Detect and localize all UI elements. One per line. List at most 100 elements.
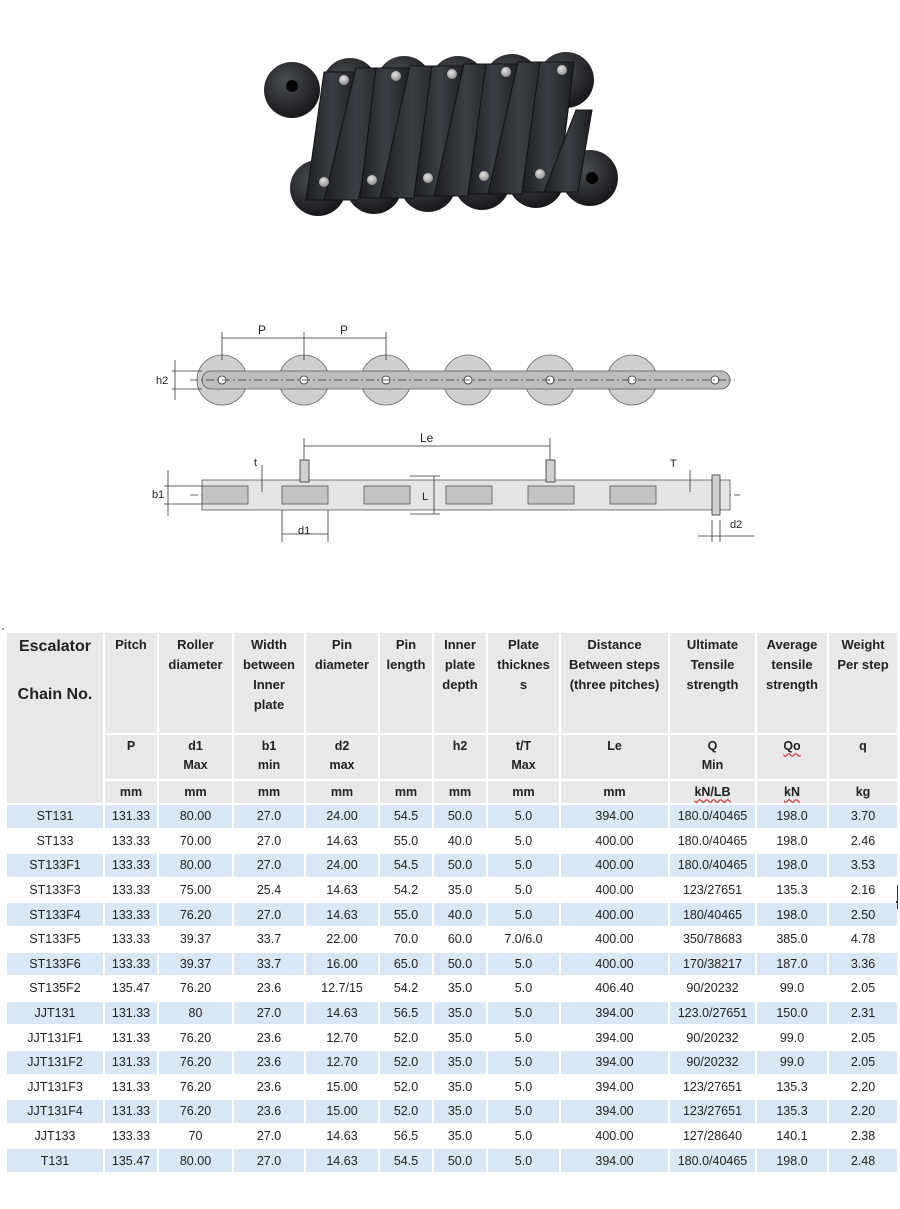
cell-value: 5.0 — [488, 854, 559, 877]
cell-value: 400.00 — [561, 927, 668, 951]
cell-value: 180.0/40465 — [670, 1149, 755, 1172]
cell-value: 7.0/6.0 — [488, 927, 559, 951]
cell-value: 133.33 — [105, 878, 157, 902]
header-unit-2: mm — [159, 781, 232, 803]
cell-value: 4.78 — [829, 927, 897, 951]
cell-value: 187.0 — [757, 952, 827, 976]
cell-value: 135.3 — [757, 1075, 827, 1099]
table.headers.10.title-line: tensile — [771, 657, 813, 672]
cell-chain-no: JJT131F1 — [7, 1026, 103, 1049]
cell-value: 14.63 — [306, 829, 378, 853]
cell-value: 99.0 — [757, 1026, 827, 1049]
cell-value: 133.33 — [105, 829, 157, 853]
cell-value: 50.0 — [434, 854, 486, 877]
header-unit-1: mm — [105, 781, 157, 803]
cell-value: 56.5 — [380, 1124, 432, 1148]
cell-value: 24.00 — [306, 805, 378, 828]
unit-text: mm — [394, 785, 418, 799]
cell-value: 198.0 — [757, 854, 827, 877]
cell-value: 394.00 — [561, 1149, 668, 1172]
cell-value: 131.33 — [105, 1100, 157, 1123]
header-symbol-8: Le — [561, 735, 668, 779]
table.headers.9.title-line: Tensile — [690, 657, 735, 672]
cell-value: 133.33 — [105, 1124, 157, 1148]
cell-chain-no: JJT131F3 — [7, 1075, 103, 1099]
cell-value: 2.31 — [829, 1001, 897, 1025]
stray-dot — [2, 628, 4, 630]
table.headers.5.title-line: length — [386, 657, 426, 672]
cell-value: 52.0 — [380, 1075, 432, 1099]
table.headers.7.title-line: Plate — [507, 637, 540, 652]
cell-value: 16.00 — [306, 952, 378, 976]
header-col-1: Pitch — [105, 633, 157, 733]
cell-value: 35.0 — [434, 1075, 486, 1099]
cell-value: 400.00 — [561, 854, 668, 877]
unit-text: mm — [330, 785, 354, 799]
cell-value: 54.5 — [380, 1149, 432, 1172]
cell-value: 35.0 — [434, 1124, 486, 1148]
cell-value: 14.63 — [306, 1124, 378, 1148]
table.headers.0.title-line: Chain No. — [17, 686, 93, 703]
cell-value: 27.0 — [234, 903, 304, 926]
cell-value: 80.00 — [159, 854, 232, 877]
cell-value: 5.0 — [488, 1050, 559, 1074]
cell-value: 3.53 — [829, 854, 897, 877]
unit-text: mm — [257, 785, 281, 799]
cell-value: 52.0 — [380, 1026, 432, 1049]
cell-value: 60.0 — [434, 927, 486, 951]
table.headers.3.title-line: plate — [253, 697, 285, 712]
cell-value: 40.0 — [434, 903, 486, 926]
label-t-small: t — [254, 457, 257, 469]
cell-value: 99.0 — [757, 977, 827, 1000]
table.headers.6.title-line: Inner — [444, 637, 476, 652]
cell-value: 123.0/27651 — [670, 1001, 755, 1025]
table.headers.7.sym-line: t/T — [515, 739, 532, 753]
cell-value: 127/28640 — [670, 1124, 755, 1148]
cell-chain-no: T131 — [7, 1149, 103, 1172]
unit-text: kg — [855, 785, 871, 799]
cell-chain-no: JJT131F4 — [7, 1100, 103, 1123]
cell-value: 198.0 — [757, 829, 827, 853]
cell-value: 76.20 — [159, 1075, 232, 1099]
table.headers.8.title-line: Distance — [587, 637, 642, 652]
table.headers.9.title-line: strength — [686, 677, 739, 692]
cell-value: 2.20 — [829, 1100, 897, 1123]
cell-value: 5.0 — [488, 829, 559, 853]
header-unit-3: mm — [234, 781, 304, 803]
cell-value: 400.00 — [561, 952, 668, 976]
cell-value: 394.00 — [561, 1001, 668, 1025]
cell-value: 54.5 — [380, 805, 432, 828]
label-d2: d2 — [730, 519, 742, 531]
cell-value: 14.63 — [306, 903, 378, 926]
header-unit-6: mm — [434, 781, 486, 803]
label-le: Le — [420, 431, 434, 445]
cell-value: 350/78683 — [670, 927, 755, 951]
table.headers.6.sym-line: h2 — [452, 739, 468, 753]
cell-value: 23.6 — [234, 1075, 304, 1099]
cell-value: 50.0 — [434, 805, 486, 828]
chain-product-photo — [264, 52, 618, 216]
cell-value: 80 — [159, 1001, 232, 1025]
cell-value: 2.50 — [829, 903, 897, 926]
table.headers.0.title-line: Escalator — [18, 638, 92, 655]
cell-value: 135.3 — [757, 1100, 827, 1123]
cell-chain-no: JJT131 — [7, 1001, 103, 1025]
cell-value: 180.0/40465 — [670, 854, 755, 877]
cell-value: 5.0 — [488, 1124, 559, 1148]
cell-value: 135.47 — [105, 977, 157, 1000]
table.headers.4.title-line: diameter — [314, 657, 370, 672]
cell-value: 2.05 — [829, 1026, 897, 1049]
table.headers.2.title-line: Roller — [177, 637, 214, 652]
label-d1: d1 — [298, 525, 310, 537]
cell-value: 55.0 — [380, 829, 432, 853]
